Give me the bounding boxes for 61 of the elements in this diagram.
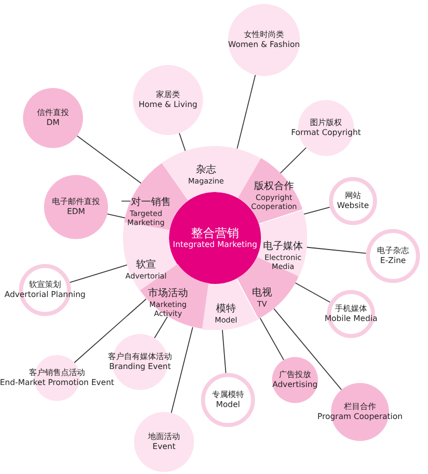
connector-line <box>303 206 330 215</box>
connector-line <box>273 308 342 390</box>
english-label: EDM <box>66 207 86 217</box>
english-label: Model <box>216 400 240 410</box>
chinese-label: 家居类 <box>156 90 180 100</box>
topic-circle <box>329 177 377 225</box>
english-label: Advertising <box>272 380 318 390</box>
chinese-label: 软宣 <box>136 259 156 272</box>
chinese-label: 整合营销 <box>191 226 239 240</box>
chinese-label: 市场活动 <box>148 288 188 300</box>
chinese-label: 地面活动 <box>148 432 180 442</box>
chinese-label: 电子媒体 <box>262 240 303 253</box>
english-label: DM <box>46 118 60 128</box>
chinese-label: 图片版权 <box>310 118 342 128</box>
english-label: Event <box>152 442 176 452</box>
connector-line <box>106 214 126 218</box>
english-label: Mobile Media <box>324 314 378 324</box>
connector-line <box>74 298 147 364</box>
connector-line <box>222 329 226 374</box>
english-label: Website <box>337 201 369 211</box>
chinese-label: 专属模特 <box>212 390 244 400</box>
english-label: Integrated Marketing <box>172 240 258 250</box>
chinese-label: 模特 <box>216 303 236 316</box>
chinese-label: 一对一销售 <box>120 196 171 209</box>
connector-line <box>69 264 128 283</box>
connector-line <box>154 316 168 338</box>
english-label: Branding Event <box>109 362 171 372</box>
connector-line <box>236 74 256 150</box>
english-label: Advertorial Planning <box>4 290 86 300</box>
chinese-label: 网站 <box>345 191 361 201</box>
chinese-label: 栏目合作 <box>344 402 376 412</box>
chinese-label: 版权合作 <box>254 180 294 193</box>
topic-circle <box>272 357 318 403</box>
chinese-label: 手机媒体 <box>335 304 367 314</box>
chinese-label: 电子邮件直投 <box>52 197 100 207</box>
english-label: E-Zine <box>380 256 406 266</box>
chinese-label: 客户销售点活动 <box>29 368 85 378</box>
chinese-label: 电子杂志 <box>377 246 409 256</box>
topic-circle <box>366 229 420 283</box>
english-label: Format Copyright <box>291 128 361 138</box>
chinese-label: 客户自有媒体活动 <box>108 352 172 362</box>
chinese-label: 女性时尚类 <box>244 30 284 40</box>
connector-line <box>76 135 142 184</box>
chinese-label: 软宣策划 <box>29 280 61 290</box>
connector-line <box>178 132 186 152</box>
english-label: Program Cooperation <box>317 412 403 422</box>
english-label: Women & Fashion <box>228 40 300 50</box>
english-label: End-Market Promotion Event <box>0 378 114 388</box>
connector-line <box>170 326 194 414</box>
chinese-label: 电视 <box>252 287 272 300</box>
connector-line <box>260 318 284 360</box>
topic-circle <box>327 290 375 338</box>
chinese-label: 杂志 <box>196 164 216 176</box>
topic-circle <box>201 373 255 427</box>
connector-line <box>280 147 307 174</box>
chinese-label: 广告投放 <box>279 370 311 380</box>
english-label: Home & Living <box>138 100 198 110</box>
chinese-label: 信件直投 <box>37 108 69 118</box>
ring-segment <box>124 162 189 230</box>
connector-line <box>294 282 330 303</box>
connector-line <box>306 246 367 254</box>
